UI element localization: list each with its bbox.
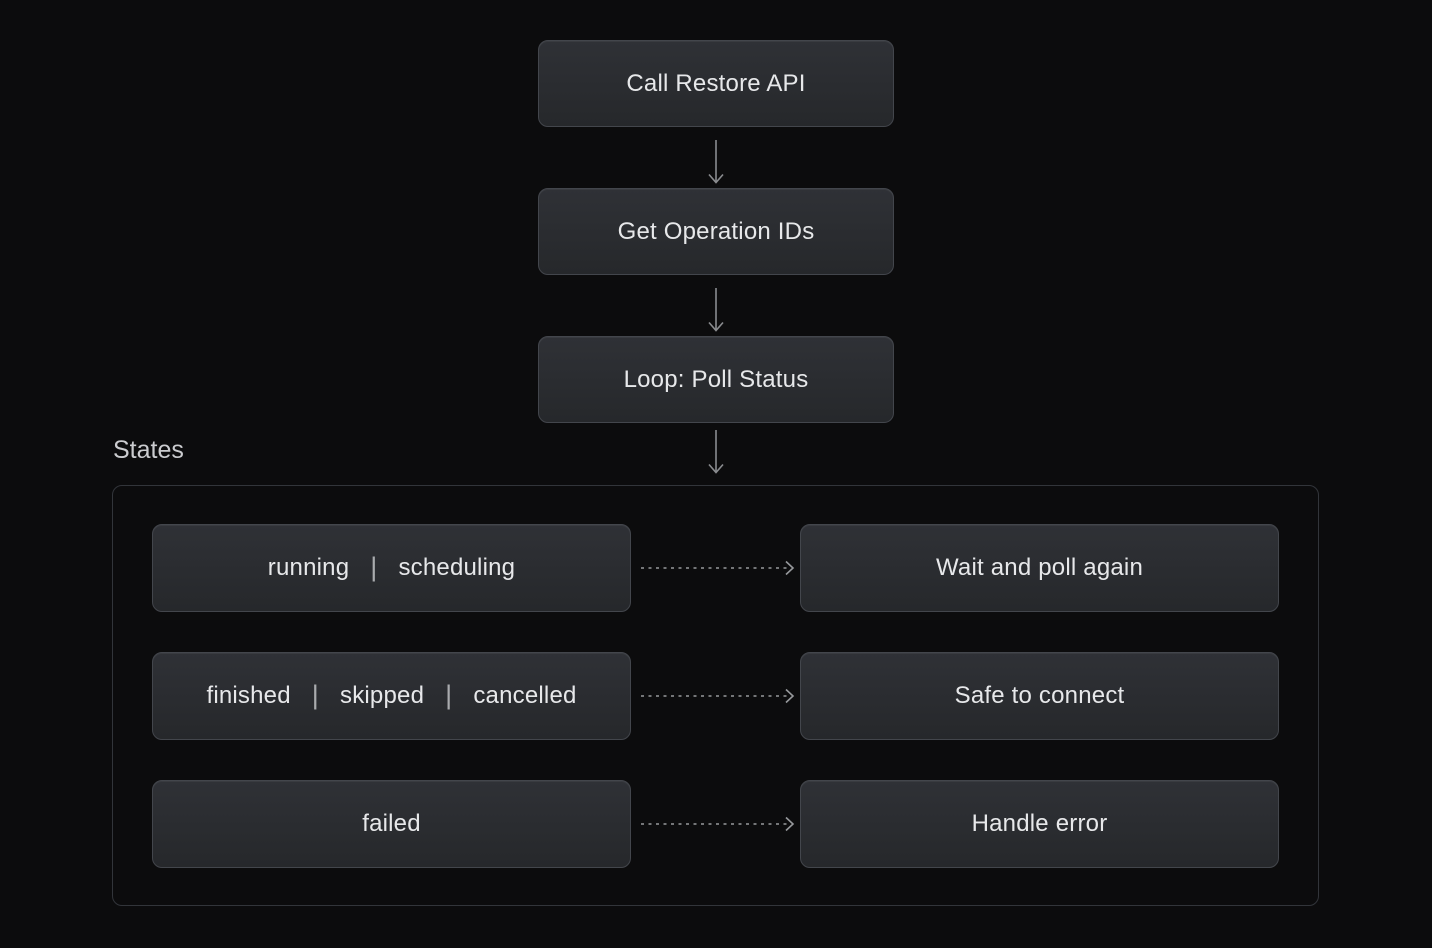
arrow-down-icon bbox=[708, 140, 724, 184]
action-label: Safe to connect bbox=[954, 682, 1125, 709]
action-label: Wait and poll again bbox=[935, 554, 1144, 581]
state-separator: | bbox=[370, 551, 378, 582]
action-box-wait-and-poll-again: Wait and poll again bbox=[800, 524, 1279, 612]
step-label: Call Restore API bbox=[626, 69, 806, 97]
dashed-arrow-right-icon bbox=[641, 816, 795, 832]
step-call-restore-api: Call Restore API bbox=[538, 40, 894, 127]
dashed-arrow-right-icon bbox=[641, 688, 795, 704]
states-section-label: States bbox=[113, 436, 184, 464]
states-container: running | scheduling Wait and poll again… bbox=[112, 485, 1319, 906]
step-loop-poll-status: Loop: Poll Status bbox=[538, 336, 894, 423]
state-box-finished-skipped-cancelled: finished | skipped | cancelled bbox=[152, 652, 631, 740]
state-separator: | bbox=[445, 679, 453, 710]
state-label: cancelled bbox=[473, 682, 577, 709]
state-label: failed bbox=[362, 810, 421, 837]
state-label: scheduling bbox=[398, 554, 516, 581]
step-label: Loop: Poll Status bbox=[623, 365, 809, 393]
state-label: finished bbox=[206, 682, 291, 709]
state-separator: | bbox=[311, 679, 319, 710]
dashed-arrow-right-icon bbox=[641, 560, 795, 576]
state-box-failed: failed bbox=[152, 780, 631, 868]
arrow-down-icon bbox=[708, 430, 724, 474]
action-label: Handle error bbox=[971, 810, 1108, 837]
action-box-safe-to-connect: Safe to connect bbox=[800, 652, 1279, 740]
state-label: running bbox=[267, 554, 350, 581]
state-label: skipped bbox=[340, 682, 425, 709]
state-box-running-scheduling: running | scheduling bbox=[152, 524, 631, 612]
step-get-operation-ids: Get Operation IDs bbox=[538, 188, 894, 275]
action-box-handle-error: Handle error bbox=[800, 780, 1279, 868]
step-label: Get Operation IDs bbox=[617, 217, 815, 245]
arrow-down-icon bbox=[708, 288, 724, 332]
